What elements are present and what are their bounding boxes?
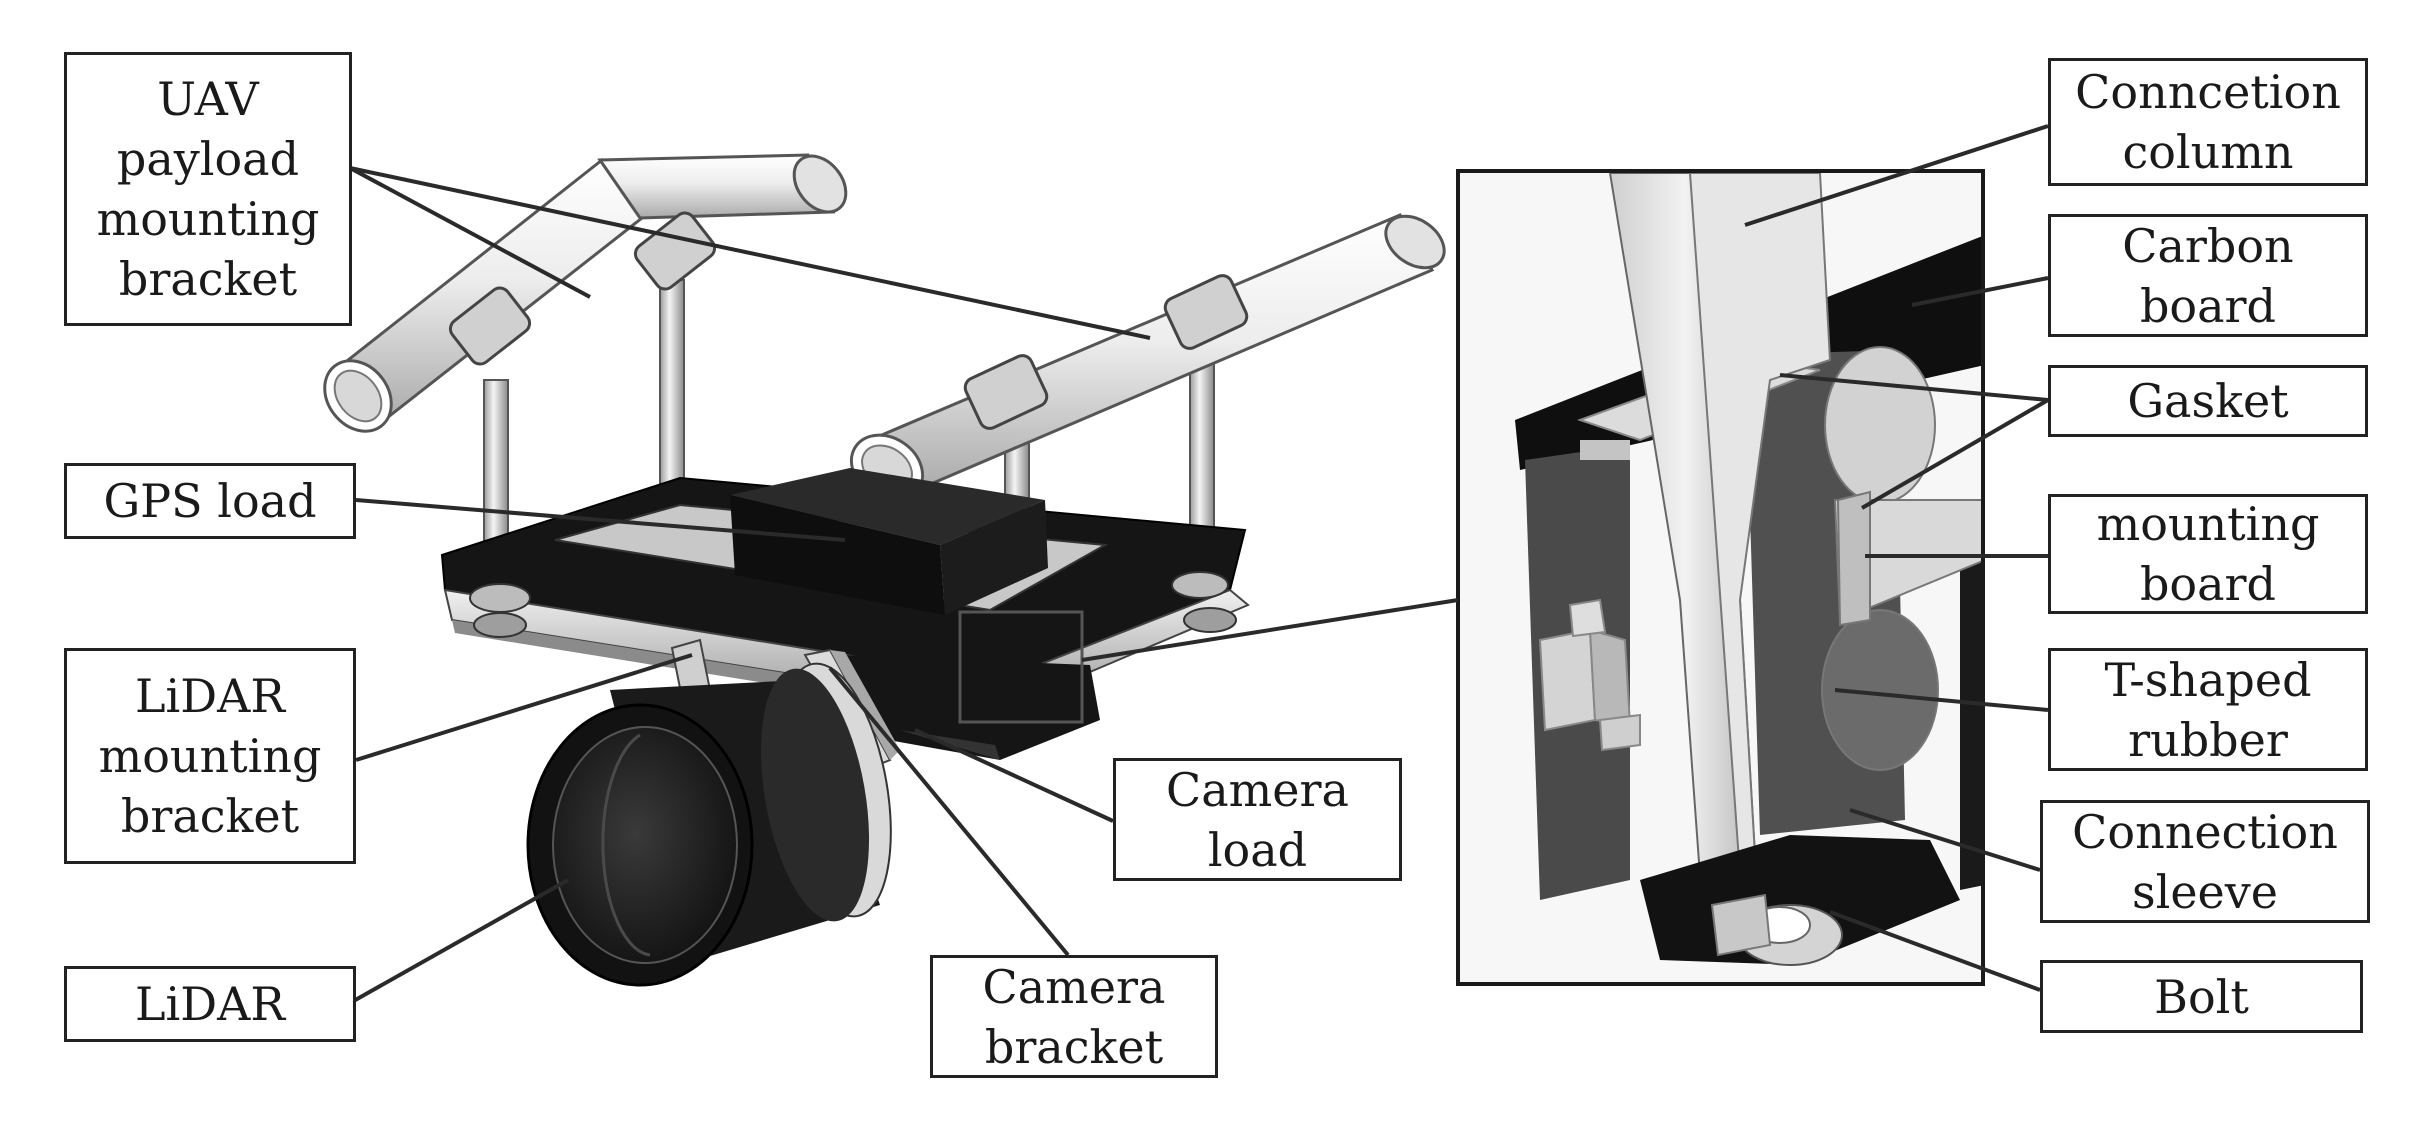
detail-marker (958, 610, 1084, 724)
label-gasket: Gasket (2048, 365, 2368, 437)
uav-tube-left (323, 153, 848, 433)
label-camera-bracket: Camera bracket (930, 955, 1218, 1078)
label-uav-payload-mounting-bracket: UAV payload mounting bracket (64, 52, 352, 326)
label-connection-column: Conncetion column (2048, 58, 2368, 186)
label-t-shaped-rubber: T-shaped rubber (2048, 648, 2368, 771)
label-connection-sleeve: Connection sleeve (2040, 800, 2370, 923)
lidar-body (526, 662, 892, 987)
label-carbon-board: Carbon board (2048, 214, 2368, 337)
label-gps-load: GPS load (64, 463, 356, 539)
label-camera-load: Camera load (1113, 758, 1402, 881)
label-lidar-mounting-bracket: LiDAR mounting bracket (64, 648, 356, 864)
detail-inset (1456, 169, 1985, 986)
payload-assembly (323, 153, 1446, 987)
leader-lines (349, 124, 2050, 1005)
label-lidar: LiDAR (64, 966, 356, 1042)
label-mounting-board: mounting board (2048, 494, 2368, 614)
gps-load-box (730, 468, 1048, 615)
label-bolt: Bolt (2040, 960, 2363, 1033)
uav-tube-right (849, 213, 1446, 503)
